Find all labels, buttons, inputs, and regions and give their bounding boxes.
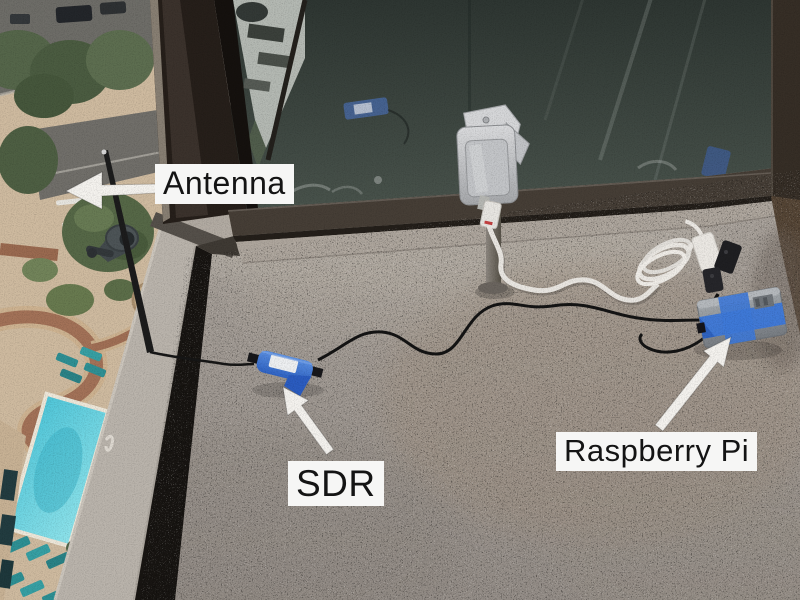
label-sdr: SDR: [288, 461, 384, 507]
label-raspberry-pi: Raspberry Pi: [556, 432, 758, 471]
label-antenna: Antenna: [155, 164, 294, 204]
